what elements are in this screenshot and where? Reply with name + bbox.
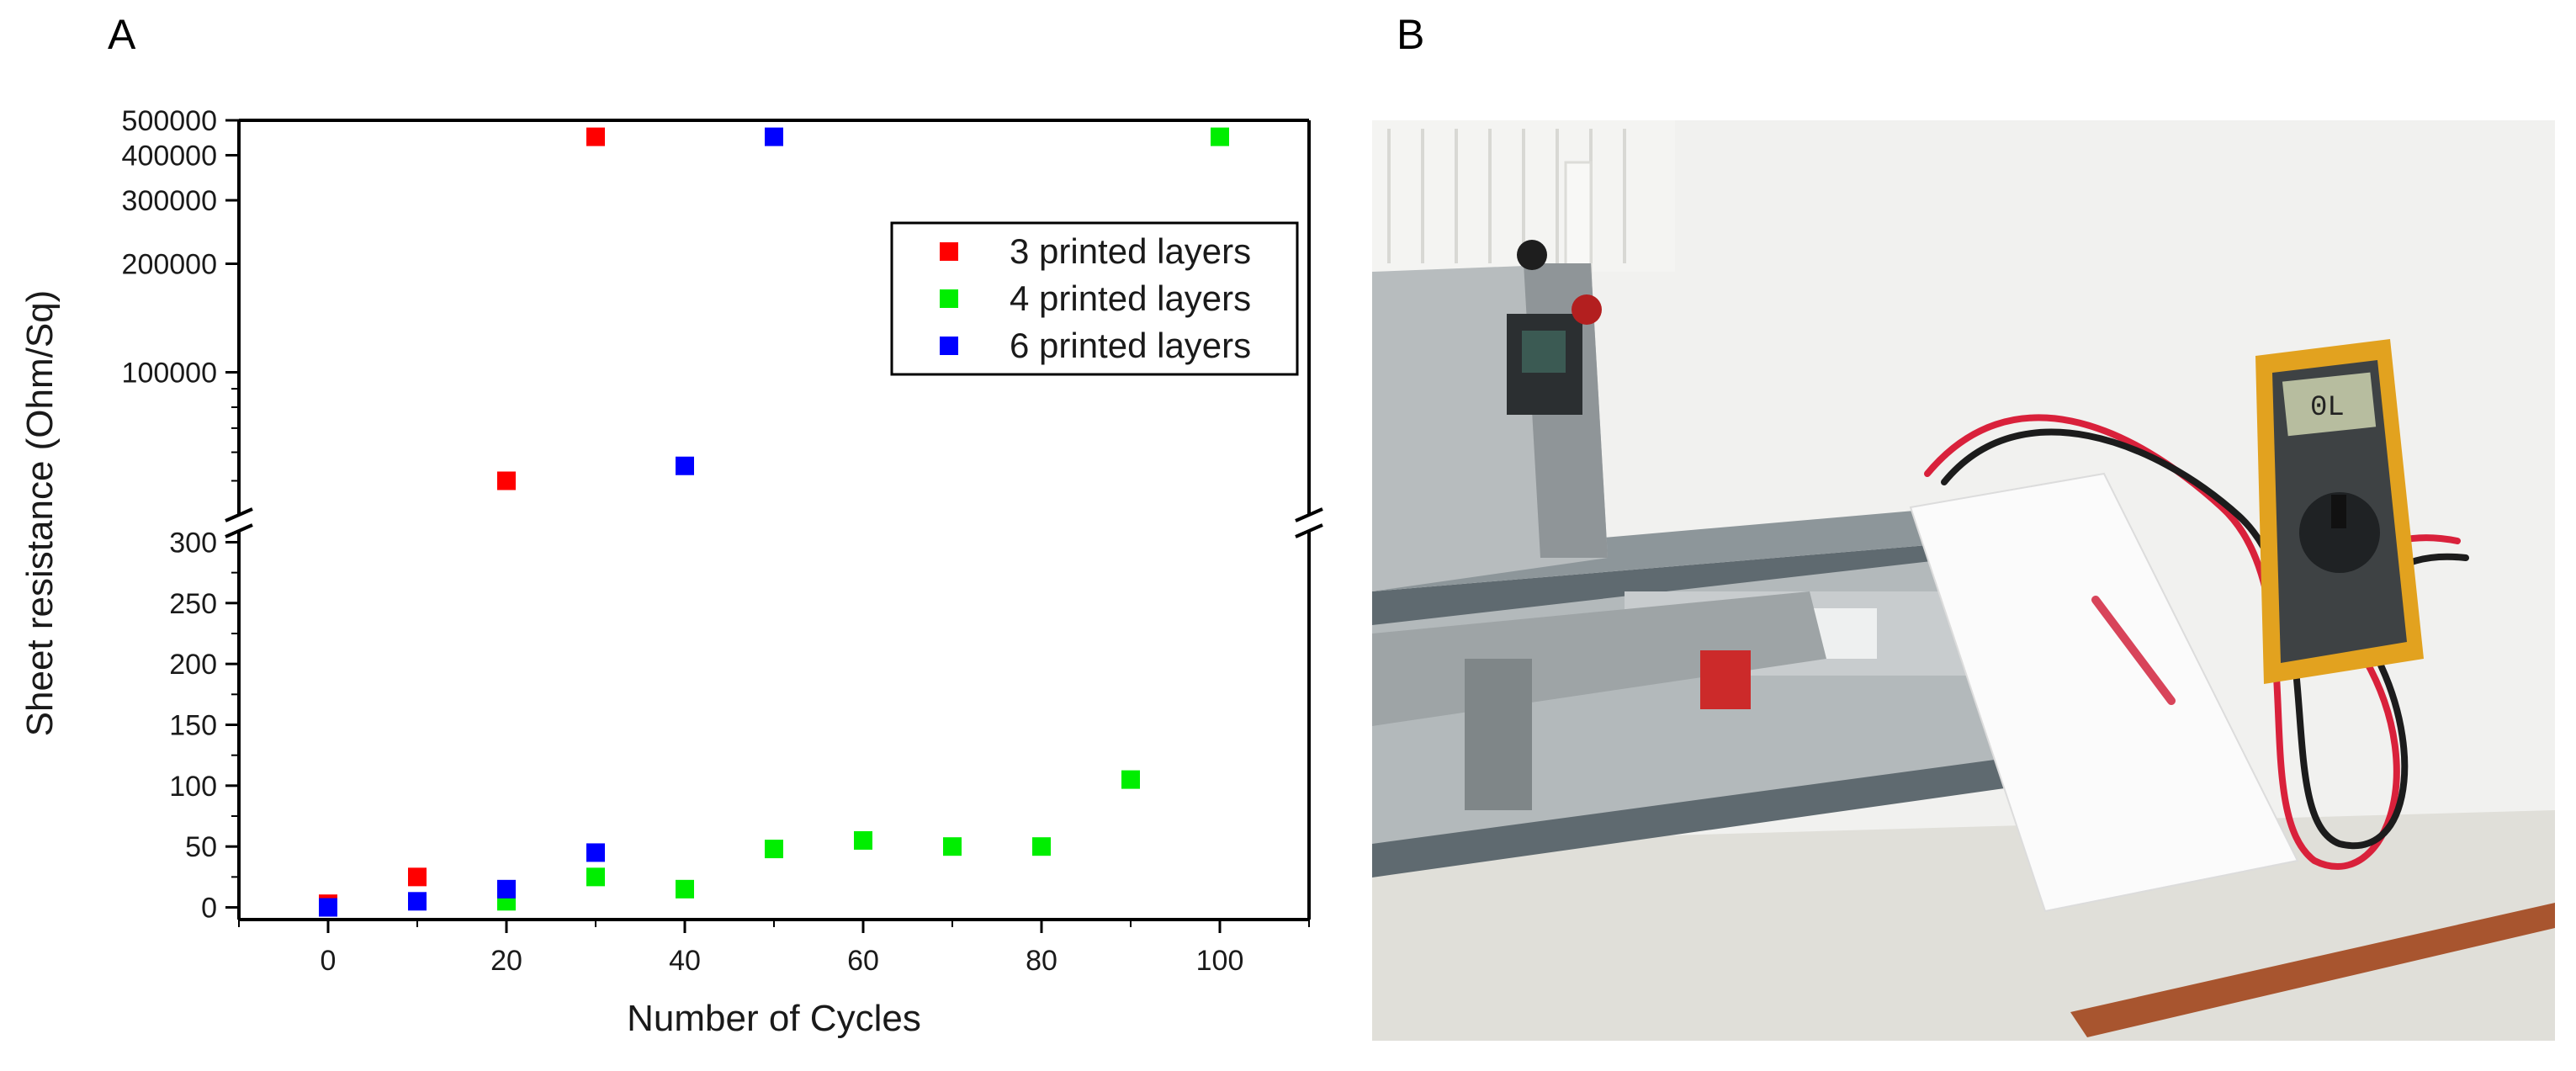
data-point-series-3 (765, 127, 783, 146)
red-pen (2091, 596, 2176, 705)
test-setup-photo: 0L (1372, 120, 2555, 1041)
y-tick-label: 150 (169, 710, 217, 742)
y-tick-label: 250 (169, 588, 217, 620)
data-point-series-3 (497, 879, 516, 899)
y-tick-label: 0 (201, 893, 217, 925)
legend-entry: 3 printed layers (1010, 231, 1251, 271)
data-point-series-1 (586, 127, 605, 146)
paper-sheet (1909, 472, 2299, 913)
legend-box (890, 221, 1299, 376)
data-point-series-2 (765, 840, 783, 859)
x-tick-label: 100 (1196, 945, 1244, 977)
legend-marker (940, 337, 958, 355)
multimeter-display-text: 0L (2310, 392, 2345, 424)
x-tick-label: 40 (669, 945, 701, 977)
axis-break-mark (225, 523, 253, 538)
y-tick-label: 200 (169, 649, 217, 681)
data-point-series-2 (943, 837, 962, 856)
axis-break-mark (1295, 507, 1323, 522)
test-setup-illustration: 0L (1372, 120, 2555, 1041)
table-edge (2070, 903, 2555, 1037)
y-tick-label: 300000 (122, 185, 217, 217)
data-point-series-2 (676, 879, 694, 899)
legend-marker (940, 242, 958, 261)
scatter-chart: 0 20 40 60 80 100 0 50 100 150 200 250 300 100000 200… (19, 105, 1323, 1039)
legend-entry: 4 printed layers (1010, 278, 1251, 318)
x-axis-label: Number of Cycles (627, 998, 921, 1039)
data-point-series-2 (1032, 837, 1051, 856)
y-tick-label: 200000 (122, 249, 217, 281)
y-tick-label: 50 (185, 831, 217, 863)
y-axis-label: Sheet resistance (Ohm/Sq) (19, 290, 61, 737)
data-points (319, 127, 1229, 917)
data-point-series-3 (586, 843, 605, 862)
multimeter: 0L (2255, 339, 2424, 684)
axis-break-mark (1295, 523, 1323, 538)
x-tick-label: 0 (321, 945, 337, 977)
x-axis-ticks: 0 20 40 60 80 100 (238, 920, 1310, 977)
panel-b-label: B (1397, 11, 1425, 58)
y-tick-label: 400000 (122, 141, 217, 172)
abrasion-tester (1372, 240, 2028, 877)
data-point-series-1 (497, 471, 516, 490)
data-point-series-3 (676, 456, 694, 475)
axis-break-mark (225, 507, 253, 522)
x-tick-label: 60 (847, 945, 879, 977)
data-point-series-3 (319, 898, 337, 917)
y-axis-ticks: 0 50 100 150 200 250 300 100000 200000 300000 4000… (122, 105, 239, 925)
data-point-series-2 (854, 830, 872, 850)
data-point-series-2 (1121, 770, 1140, 789)
y-tick-label: 500000 (122, 105, 217, 137)
y-tick-label: 300 (169, 527, 217, 559)
data-point-series-2 (1211, 127, 1229, 146)
legend-marker (940, 289, 958, 308)
legend-entry: 6 printed layers (1010, 326, 1251, 365)
data-point-series-1 (408, 867, 427, 887)
x-tick-label: 20 (490, 945, 522, 977)
legend: 3 printed layers 4 printed layers 6 printe… (890, 221, 1299, 376)
y-tick-label: 100000 (122, 357, 217, 389)
data-point-series-3 (408, 892, 427, 911)
data-point-series-2 (586, 867, 605, 887)
y-tick-label: 100 (169, 771, 217, 803)
panel-a-label: A (108, 11, 136, 58)
x-tick-label: 80 (1026, 945, 1057, 977)
